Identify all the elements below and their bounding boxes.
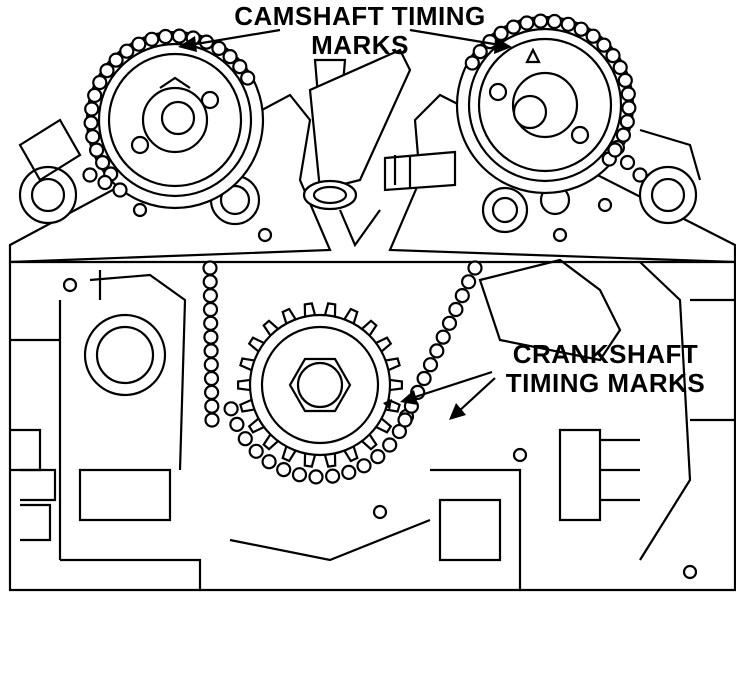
chain-link [223,401,239,417]
chain-link [429,343,445,359]
chain-link [203,357,219,373]
chain-link [620,86,636,102]
chain-link [596,37,612,53]
chain-link [416,370,432,387]
chain-link [237,431,253,447]
chain-link [612,59,628,76]
chain-link [356,458,372,474]
chain-link [99,62,115,79]
chain-link [119,43,135,59]
idler-bolts [18,118,702,225]
crankshaft-label-line-2: TIMING MARKS [505,368,706,398]
chain-link [84,101,100,117]
chain-link [370,449,386,465]
camshaft-label-line-2: MARKS [311,30,409,60]
chain-link [202,260,218,276]
chain-link [493,25,509,42]
timing-chain [82,13,648,485]
chain-link [232,58,248,75]
chain-link [585,28,601,44]
chain-link [532,13,549,29]
chain-link [204,412,220,428]
chain-tensioner [302,48,457,248]
crankshaft-mark-arrows [400,370,496,420]
chain-link [607,142,623,158]
chain-link [240,70,256,86]
chain-link [203,315,219,331]
chain-link [88,142,105,158]
chain-link [435,329,451,345]
chain-link [248,443,264,459]
camshaft-label-line-1: CAMSHAFT TIMING [234,1,486,31]
chain-link [573,21,589,37]
chain-link [461,274,477,290]
chain-link [82,167,98,183]
chain-link [94,155,111,171]
chain-link [291,467,308,483]
chain-link [87,87,103,104]
chain-link [619,114,635,130]
chain-link [157,28,174,45]
camshaft-timing-marks-label: CAMSHAFT TIMING MARKS [205,2,515,60]
chain-link [112,182,128,198]
chain-link [519,15,535,31]
crankshaft-sprocket [237,302,403,468]
chain-link [448,301,464,318]
chain-link [605,47,621,64]
camshaft-mark-arrows [178,28,512,54]
chain-link [204,384,220,400]
chain-link [229,416,245,432]
chain-link [83,115,99,131]
chain-link [382,437,398,453]
chain-link [422,357,439,373]
chain-link [92,74,108,91]
chain-link [619,154,636,171]
right-camshaft-sprocket [455,15,635,195]
chain-link [621,100,637,116]
chain-link [454,288,470,304]
chain-link [325,468,341,484]
chain-link [397,412,413,428]
chain-link [171,28,187,44]
chain-link [203,343,219,359]
crankshaft-label-line-1: CRANKSHAFT [512,339,699,369]
chain-link [464,55,480,71]
chain-link [202,301,219,318]
chain-link [211,40,227,57]
engine-block [8,258,736,592]
chain-link [632,167,648,183]
chain-link [108,52,124,68]
crankshaft-timing-marks-label: CRANKSHAFT TIMING MARKS [488,340,723,398]
chain-link [276,462,292,478]
chain-link [560,16,576,32]
chain-link [202,288,218,304]
chain-link [222,48,238,65]
chain-link [615,127,632,143]
chain-link [204,398,220,414]
chain-link [546,13,563,30]
chain-link [261,454,277,470]
chain-link [308,469,324,485]
chain-link [203,370,220,387]
chain-link [203,329,219,345]
chain-link [341,464,357,480]
chain-link [131,36,147,52]
chain-link [505,19,522,35]
chain-link [97,174,113,191]
chain-link [144,31,160,47]
chain-link [85,129,101,145]
chain-link [467,260,483,276]
chain-link [202,274,218,290]
chain-link [441,315,458,331]
chain-link [617,72,633,89]
chain-link [472,43,488,60]
